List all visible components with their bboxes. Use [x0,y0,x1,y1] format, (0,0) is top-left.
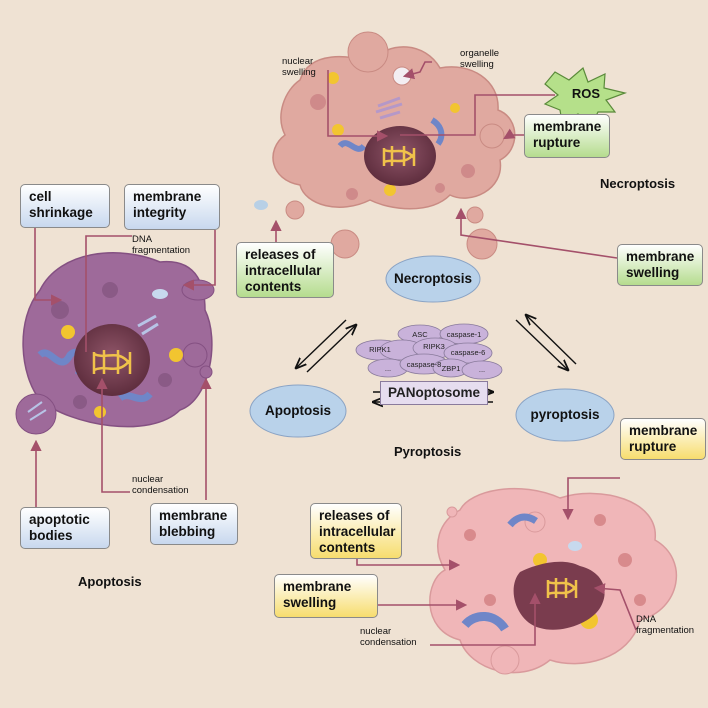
ros-label: ROS [571,86,601,101]
apoptotic-cell [15,252,215,435]
pyroptosis-nuclear-condensation-label: nuclear condensation [360,626,417,648]
apoptosis-nuclear-condensation-label: nuclear condensation [132,474,189,496]
apoptosis-node-label: Apoptosis [265,403,331,418]
necroptosis-ellipse [385,255,481,303]
panoptosome-cluster [355,323,503,380]
protein-ripk1: RIPK1 [369,345,391,354]
protein-ripk3: RIPK3 [423,342,445,351]
necroptosis-node-label: Necroptosis [393,271,473,286]
membrane-integrity-box: membrane integrity [124,184,220,230]
nuclear-swelling-label: nuclear swelling [282,56,316,78]
cell-shrinkage-box: cell shrinkage [20,184,110,228]
protein-caspase-6: caspase-6 [450,348,486,357]
apoptosis-panel-title: Apoptosis [78,574,142,589]
panoptosome-label: PANoptosome [380,381,488,405]
pyroptosis-dna-fragmentation-label: DNA fragmentation [636,614,695,636]
pointer-arrows [30,61,637,646]
necroptotic-cell [254,31,516,260]
apoptosis-ellipse [249,384,347,438]
membrane-blebbing-box: membrane blebbing [150,503,238,545]
ros-star [543,66,628,125]
pyroptosis-ellipse [515,388,615,442]
necroptosis-membrane-swelling-box: membrane swelling [617,244,703,286]
pyroptosis-node-label: pyroptosis [530,407,600,422]
pyroptosis-releases-box: releases of intracellular contents [310,503,402,559]
apoptotic-bodies-box: apoptotic bodies [20,507,110,549]
pyroptosis-membrane-swelling-box: membrane swelling [274,574,378,618]
pyroptotic-cell [429,487,678,675]
apoptosis-dna-fragmentation-label: DNA fragmentation [132,234,191,256]
necroptosis-membrane-rupture-box: membrane rupture [524,114,610,158]
protein-asc: ASC [412,330,428,339]
necroptosis-panel-title: Necroptosis [600,176,676,191]
protein-caspase-1: caspase-1 [446,330,482,339]
pyroptosis-panel-title: Pyroptosis [394,444,462,459]
protein-zbp1: ZBP1 [441,364,461,373]
pyroptosis-membrane-rupture-box: membrane rupture [620,418,706,460]
protein-caspase-8: caspase-8 [406,360,442,369]
necroptosis-releases-box: releases of intracellular contents [236,242,334,298]
organelle-swelling-label: organelle swelling [460,48,500,70]
protein-ellipsis-2: ... [478,365,486,374]
protein-ellipsis-1: ... [384,364,392,373]
